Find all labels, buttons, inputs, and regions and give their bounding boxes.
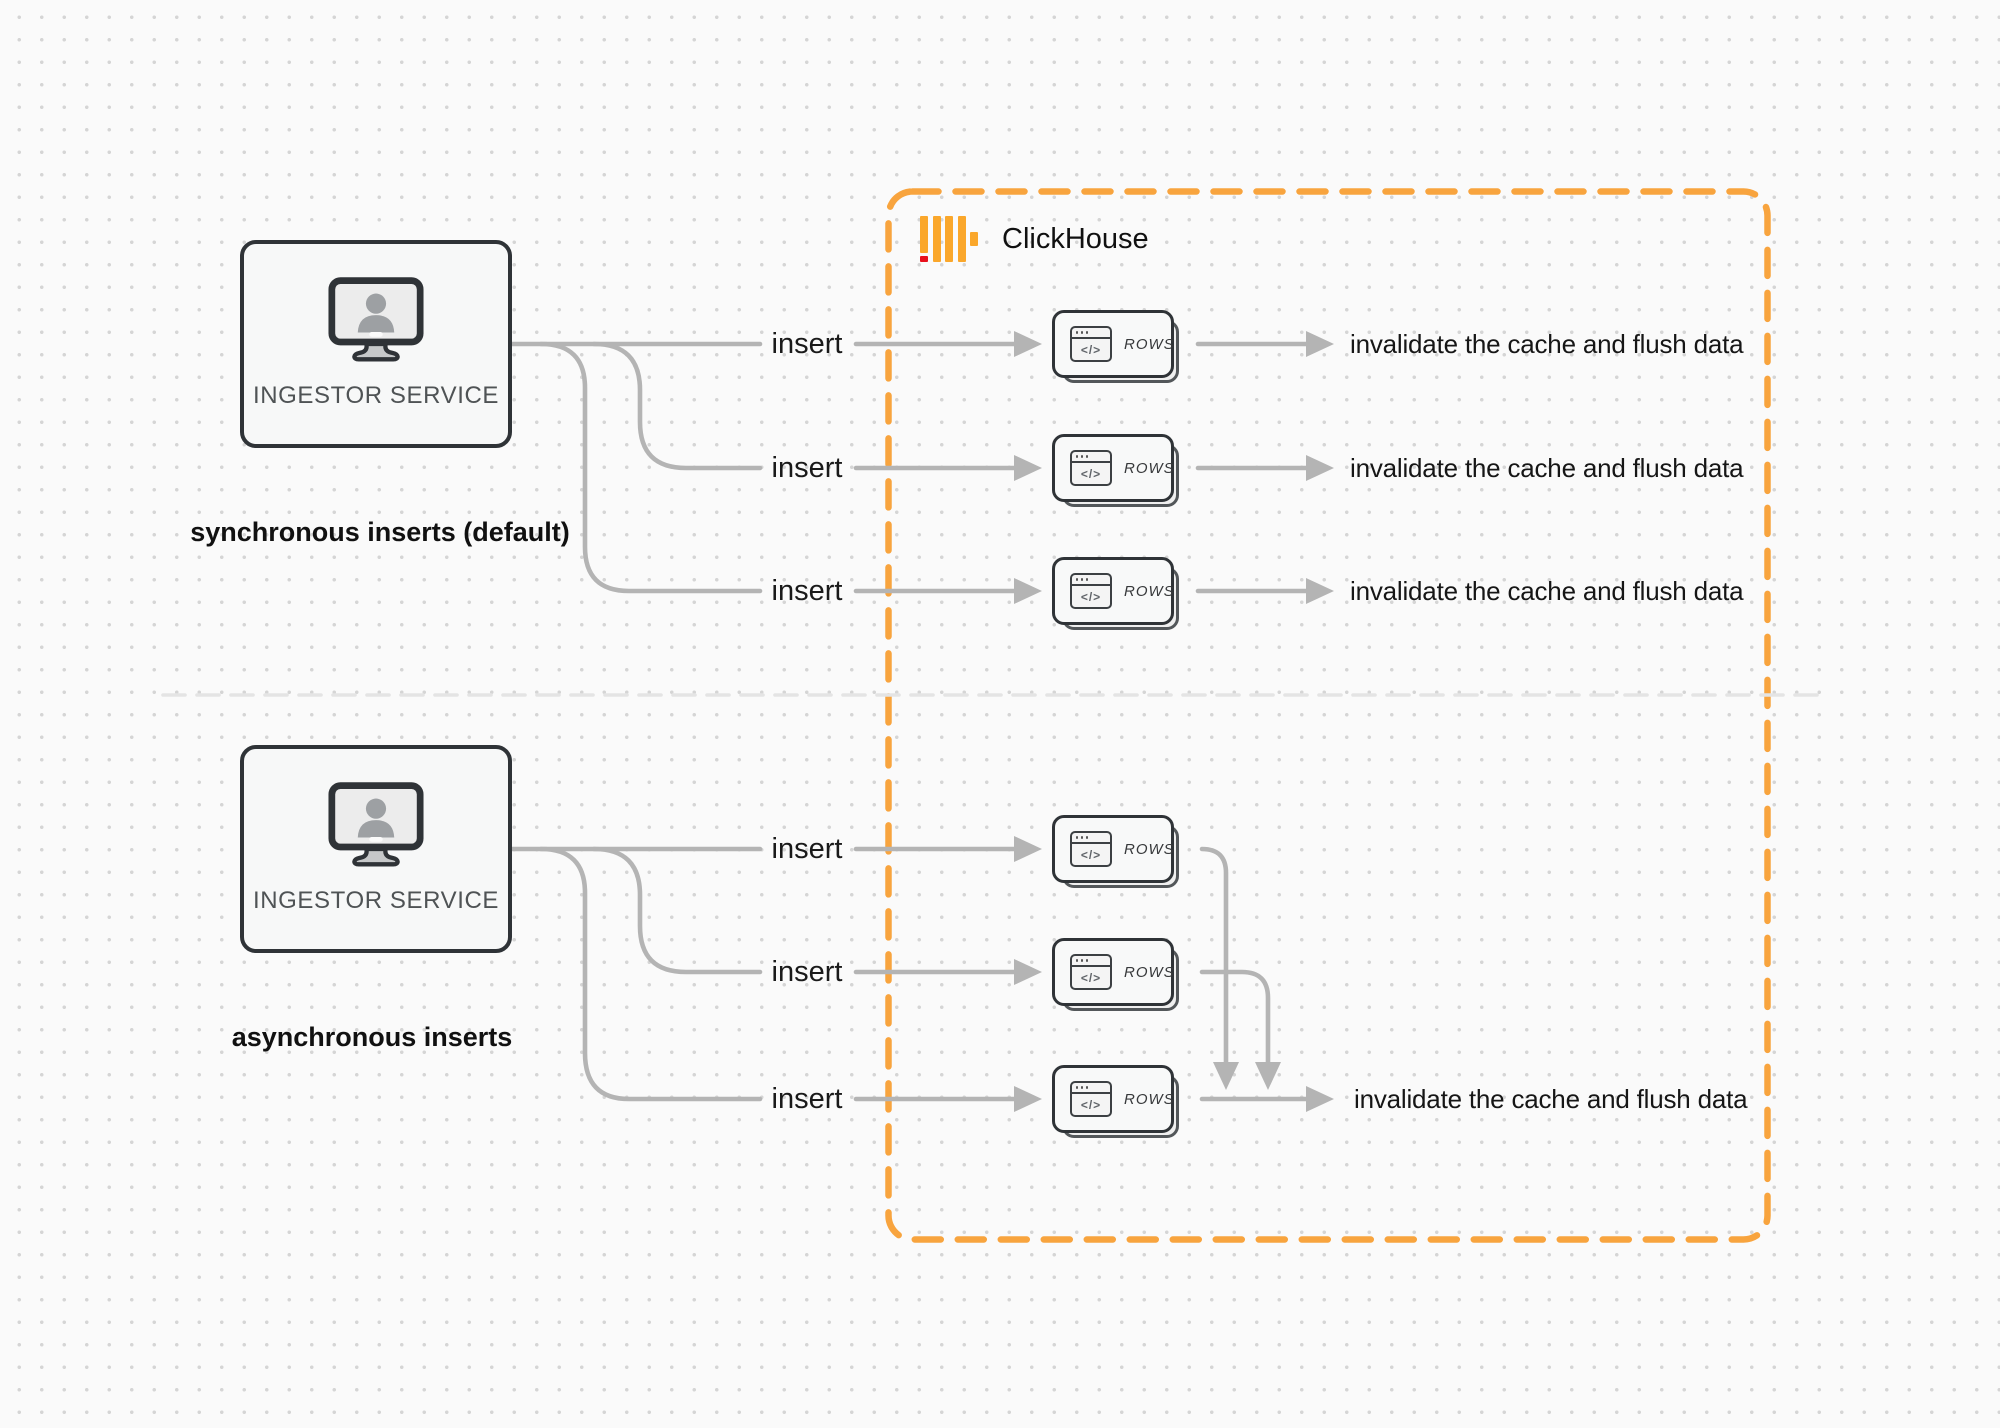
insert-label: insert	[771, 328, 843, 360]
ingestor-service-node-sync: INGESTOR SERVICE	[240, 240, 512, 448]
rows-node: </> ROWS	[1052, 938, 1179, 1011]
clickhouse-logo-nub	[970, 232, 978, 246]
connector-async-branch-3	[538, 846, 763, 1102]
connector-async-branch-2	[591, 846, 763, 975]
insert-label: insert	[771, 833, 843, 865]
connector-async-merge-1	[1199, 846, 1229, 1065]
code-window-icon: </>	[1070, 1081, 1112, 1117]
rows-label: ROWS	[1124, 963, 1175, 981]
arrowhead-async-insert-3	[1014, 1086, 1042, 1112]
rows-node: </> ROWS	[1052, 1065, 1179, 1138]
rows-node: </> ROWS	[1052, 310, 1179, 383]
invalidate-label: invalidate the cache and flush data	[1350, 453, 1744, 483]
insert-label: insert	[771, 1083, 843, 1115]
invalidate-label: invalidate the cache and flush data	[1350, 576, 1744, 606]
invalidate-label: invalidate the cache and flush data	[1350, 329, 1744, 359]
clickhouse-logo-bar	[957, 216, 966, 262]
connector-sync-branch-3	[538, 341, 763, 594]
monitor-user-icon	[328, 277, 424, 362]
connector-sync-branch-2	[591, 341, 763, 471]
rows-node: </> ROWS	[1052, 557, 1179, 630]
clickhouse-dashed-border	[885, 188, 1771, 1243]
arrowhead-async-merge-1	[1213, 1062, 1239, 1090]
code-window-icon: </>	[1070, 573, 1112, 609]
section-label-asynchronous: asynchronous inserts	[231, 1022, 513, 1052]
clickhouse-logo-bar	[932, 216, 941, 262]
code-glyph: </>	[1080, 342, 1102, 357]
section-label-synchronous: synchronous inserts (default)	[190, 517, 570, 547]
insert-label: insert	[771, 452, 843, 484]
arrowhead-sync-flush-2	[1306, 455, 1334, 481]
rows-label: ROWS	[1124, 582, 1175, 600]
rows-label: ROWS	[1124, 335, 1175, 353]
insert-label: insert	[771, 575, 843, 607]
invalidate-label: invalidate the cache and flush data	[1354, 1084, 1748, 1114]
rows-node: </> ROWS	[1052, 434, 1179, 507]
code-window-icon: </>	[1070, 954, 1112, 990]
clickhouse-logo: ClickHouse	[920, 214, 1149, 264]
arrowhead-async-insert-1	[1014, 836, 1042, 862]
connector-async-merge-2	[1199, 969, 1271, 1065]
arrowhead-sync-insert-2	[1014, 455, 1042, 481]
arrowhead-async-insert-2	[1014, 959, 1042, 985]
code-window-icon: </>	[1070, 450, 1112, 486]
clickhouse-logo-bar	[945, 216, 953, 262]
arrowhead-sync-flush-1	[1306, 331, 1334, 357]
arrowhead-sync-flush-3	[1306, 578, 1334, 604]
rows-label: ROWS	[1124, 840, 1175, 858]
ingestor-service-label: INGESTOR SERVICE	[252, 382, 500, 409]
clickhouse-logo-icon	[920, 216, 978, 262]
ingestor-service-label: INGESTOR SERVICE	[252, 887, 500, 914]
arrowhead-async-flush	[1306, 1086, 1334, 1112]
code-window-icon: </>	[1070, 326, 1112, 362]
code-glyph: </>	[1080, 847, 1102, 862]
arrowhead-async-merge-2	[1255, 1062, 1281, 1090]
insert-label: insert	[771, 956, 843, 988]
code-glyph: </>	[1080, 1097, 1102, 1112]
clickhouse-logo-bar-red	[920, 216, 928, 262]
clickhouse-wordmark: ClickHouse	[1002, 222, 1149, 255]
ingestor-service-node-async: INGESTOR SERVICE	[240, 745, 512, 953]
rows-node: </> ROWS	[1052, 815, 1179, 888]
monitor-user-icon	[328, 782, 424, 867]
code-window-icon: </>	[1070, 831, 1112, 867]
code-glyph: </>	[1080, 466, 1102, 481]
rows-label: ROWS	[1124, 459, 1175, 477]
code-glyph: </>	[1080, 589, 1102, 604]
code-glyph: </>	[1080, 970, 1102, 985]
arrowhead-sync-insert-3	[1014, 578, 1042, 604]
arrowhead-sync-insert-1	[1014, 331, 1042, 357]
rows-label: ROWS	[1124, 1090, 1175, 1108]
